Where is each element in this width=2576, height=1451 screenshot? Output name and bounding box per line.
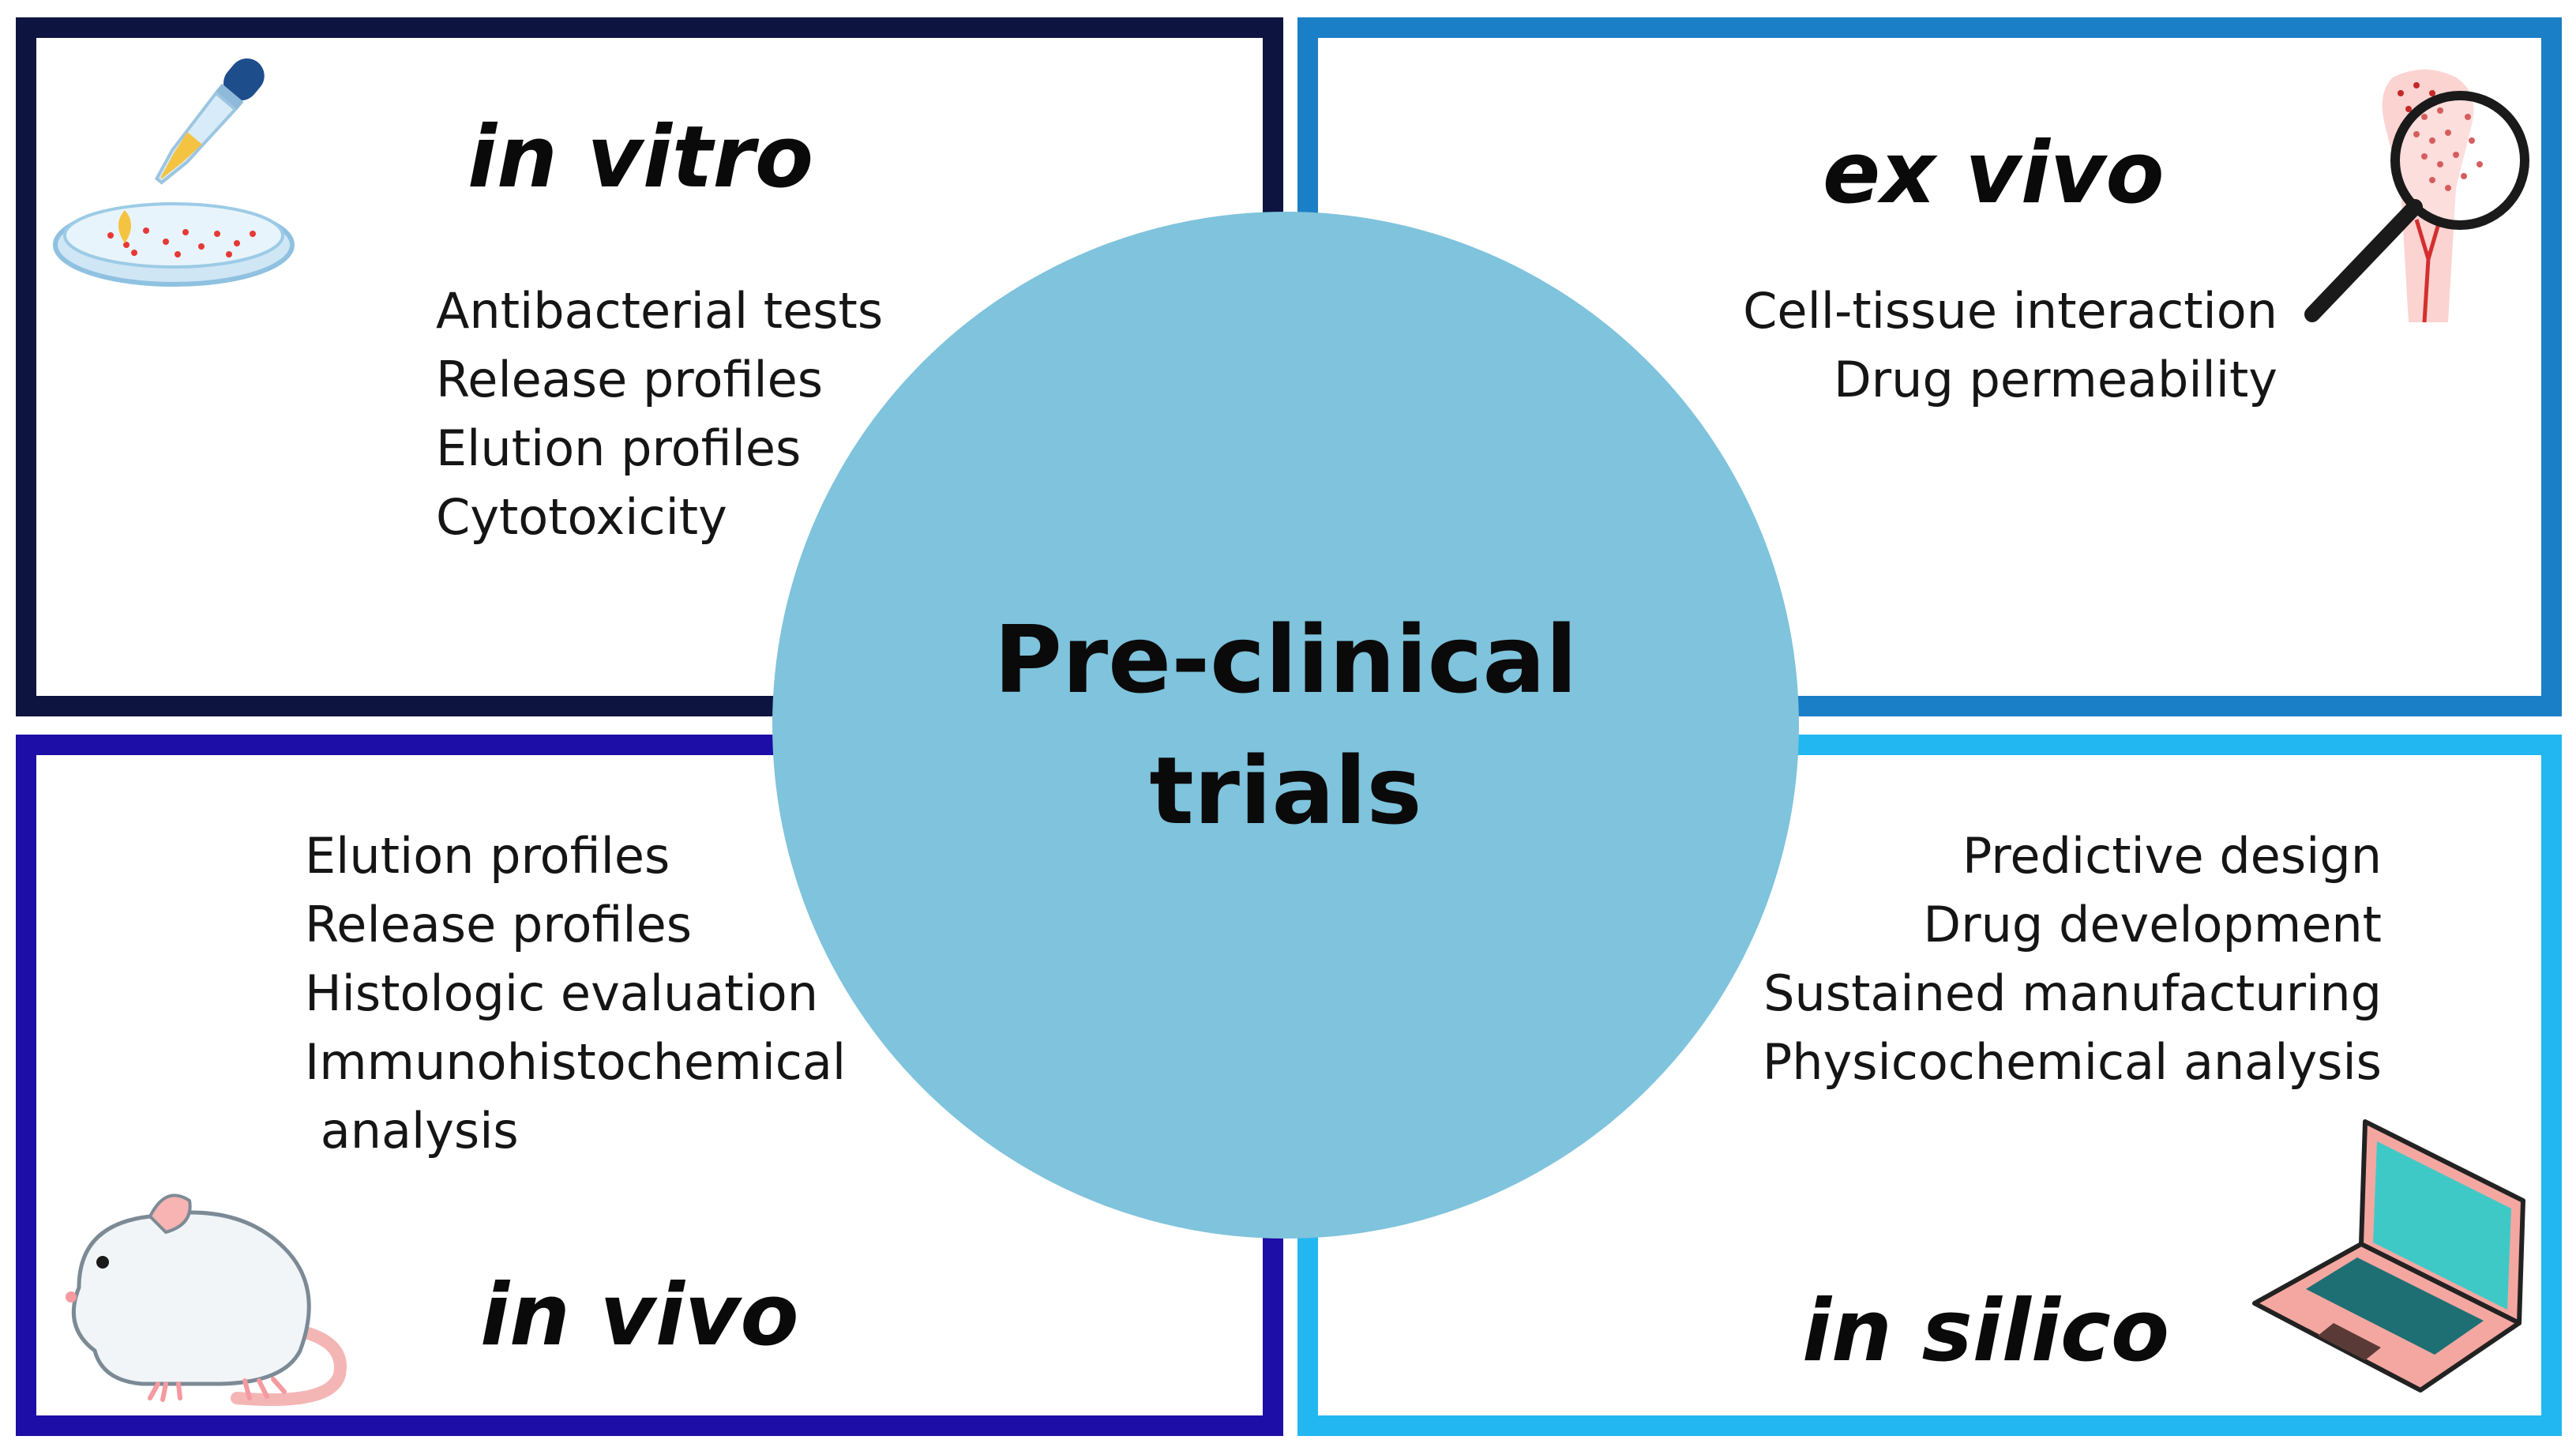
- in-silico-title: in silico: [1802, 1282, 2170, 1381]
- in-vivo-list-item: Histologic evaluation: [305, 964, 819, 1022]
- center-title-line-1: Pre-clinical: [993, 605, 1578, 714]
- ex-vivo-list-item: Drug permeability: [1833, 351, 2277, 408]
- in-silico-list-item: Predictive design: [1962, 827, 2382, 885]
- in-vivo-title: in vivo: [480, 1266, 799, 1365]
- in-vivo-list-item: Immunohistochemical: [305, 1033, 847, 1091]
- in-vitro-list-item: Antibacterial tests: [436, 282, 884, 340]
- in-vivo-list-item: Release profiles: [305, 896, 693, 953]
- in-silico-list-item: Sustained manufacturing: [1763, 964, 2382, 1022]
- in-vitro-list-item: Release profiles: [436, 351, 824, 408]
- magnified-bone-tissue-icon: [2304, 70, 2529, 323]
- laptop-icon: [2252, 1119, 2525, 1393]
- pipette-petri-dish-icon: [53, 58, 295, 287]
- in-vivo-list-item: analysis: [305, 1102, 519, 1160]
- center-title-line-2: trials: [1149, 736, 1422, 845]
- pre-clinical-circle: Pre-clinical trials: [772, 212, 1799, 1239]
- in-vitro-list-item: Elution profiles: [436, 419, 802, 477]
- center-title: Pre-clinical trials: [994, 594, 1578, 856]
- ex-vivo-title: ex vivo: [1823, 124, 2165, 223]
- in-vitro-title: in vitro: [468, 108, 814, 207]
- in-silico-list-item: Physicochemical analysis: [1762, 1033, 2382, 1091]
- rat-icon: [66, 1194, 347, 1406]
- in-silico-list-item: Drug development: [1923, 896, 2382, 953]
- in-vitro-list-item: Cytotoxicity: [436, 488, 727, 546]
- ex-vivo-list-item: Cell-tissue interaction: [1743, 282, 2277, 340]
- in-vivo-list-item: Elution profiles: [305, 827, 670, 885]
